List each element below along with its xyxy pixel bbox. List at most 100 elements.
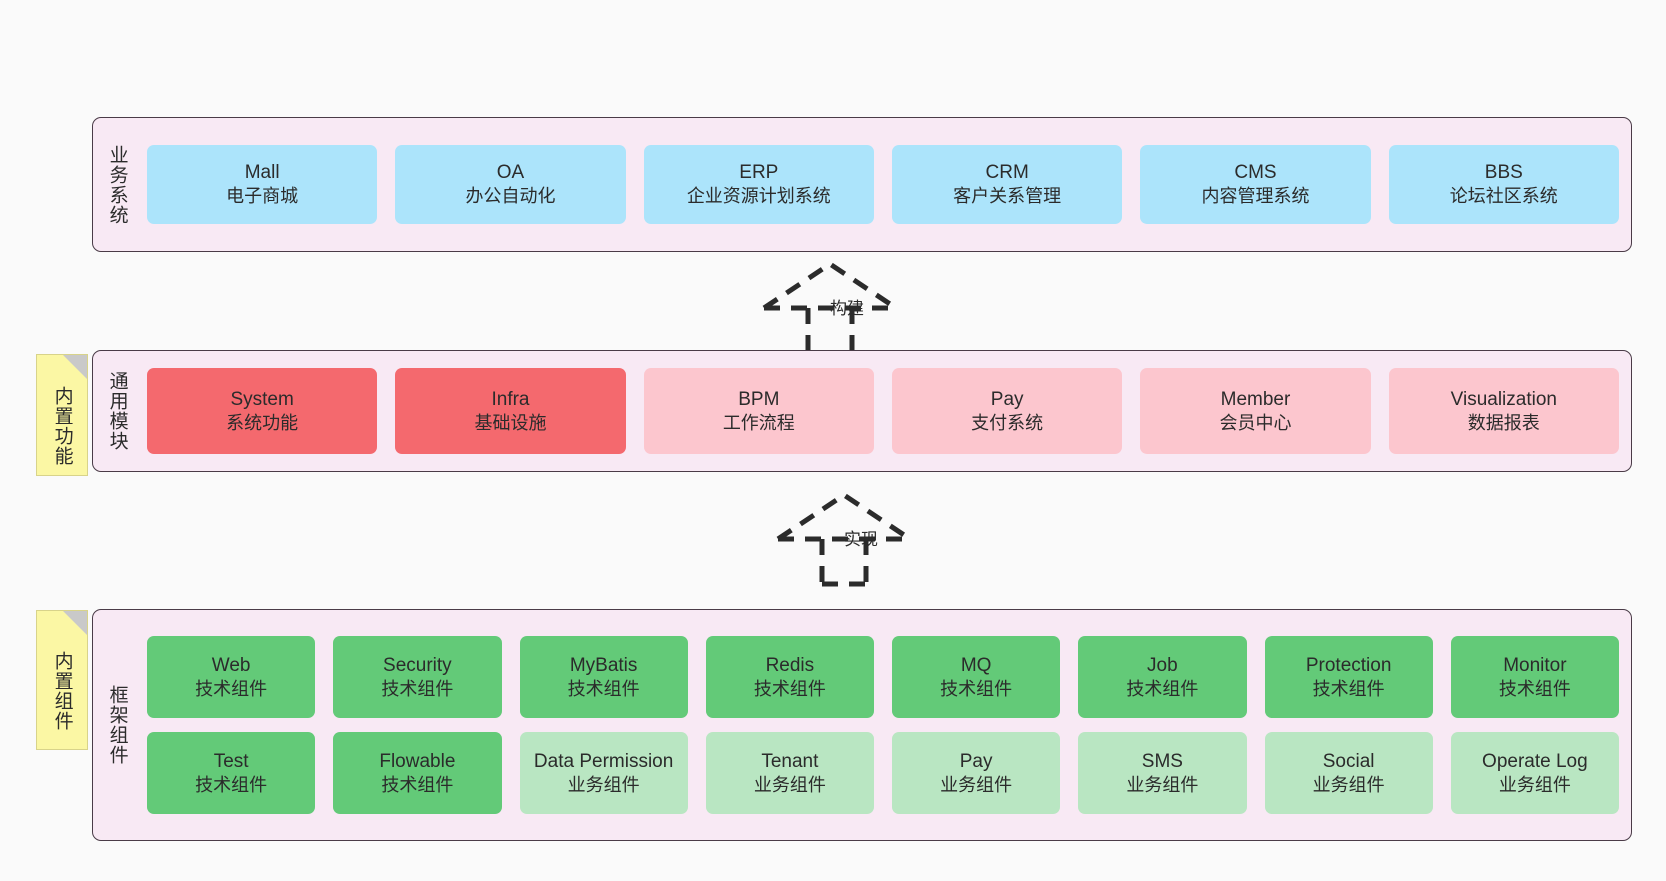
card-title: BPM: [738, 388, 780, 410]
card-subtitle: 技术组件: [381, 678, 454, 699]
card-title: Security: [383, 654, 452, 676]
framework-components-label: 框架组件: [106, 685, 128, 765]
card-title: SMS: [1141, 750, 1183, 772]
connector-implement-label: 实现: [844, 530, 878, 549]
card-title: Social: [1322, 750, 1375, 772]
card-subtitle: 系统功能: [226, 412, 299, 433]
card-subtitle: 业务组件: [940, 774, 1013, 795]
card-title: Visualization: [1450, 388, 1557, 410]
card-title: Tenant: [761, 750, 819, 772]
card-subtitle: 技术组件: [381, 774, 454, 795]
card-subtitle: 业务组件: [1126, 774, 1199, 795]
card-subtitle: 技术组件: [1498, 678, 1571, 699]
card-subtitle: 技术组件: [1312, 678, 1385, 699]
card-title: System: [230, 388, 294, 410]
card-title: Monitor: [1503, 654, 1567, 676]
card-subtitle: 技术组件: [1126, 678, 1199, 699]
card-subtitle: 技术组件: [567, 678, 640, 699]
card-title: Test: [213, 750, 249, 772]
note-builtin-components: 内置组件: [36, 610, 88, 750]
card-subtitle: 技术组件: [753, 678, 826, 699]
note-fold-corner: [63, 611, 87, 635]
card-subtitle: 办公自动化: [465, 186, 556, 207]
card-title: BBS: [1484, 162, 1523, 184]
card-title: Infra: [491, 388, 530, 410]
card-subtitle: 技术组件: [940, 678, 1013, 699]
card-title: CMS: [1234, 162, 1277, 184]
card-title: Member: [1220, 388, 1291, 410]
card-title: Flowable: [379, 750, 456, 772]
card-subtitle: 企业资源计划系统: [686, 186, 831, 207]
card-subtitle: 业务组件: [1498, 774, 1571, 795]
card-subtitle: 支付系统: [971, 412, 1044, 433]
card-title: MyBatis: [569, 654, 638, 676]
card-subtitle: 业务组件: [567, 774, 640, 795]
card-subtitle: 技术组件: [195, 774, 268, 795]
card-title: MQ: [960, 654, 992, 676]
connector-build: 构建: [752, 258, 932, 356]
note-builtin-features-text: 内置功能: [51, 386, 73, 466]
connector-implement: 实现: [766, 489, 946, 587]
card-title: Data Permission: [533, 750, 674, 772]
card-title: OA: [496, 162, 525, 184]
connector-implement-arrow: [776, 491, 912, 587]
note-builtin-features: 内置功能: [36, 354, 88, 476]
card-subtitle: 电子商城: [226, 186, 299, 207]
note-fold-corner: [63, 355, 87, 379]
card-title: Operate Log: [1482, 750, 1588, 772]
business-systems-label: 业务系统: [106, 144, 128, 225]
card-title: Redis: [765, 654, 815, 676]
card-title: Pay: [990, 388, 1024, 410]
card-title: Web: [211, 654, 251, 676]
card-subtitle: 业务组件: [1312, 774, 1385, 795]
card-title: Job: [1147, 654, 1178, 676]
card-subtitle: 论坛社区系统: [1449, 186, 1558, 207]
card-subtitle: 客户关系管理: [953, 186, 1062, 207]
card-subtitle: 数据报表: [1467, 412, 1540, 433]
note-builtin-components-text: 内置组件: [51, 651, 73, 731]
common-modules-label: 通用模块: [106, 371, 128, 451]
card-subtitle: 工作流程: [722, 412, 795, 433]
card-subtitle: 会员中心: [1219, 412, 1292, 433]
card-title: Mall: [244, 162, 280, 184]
